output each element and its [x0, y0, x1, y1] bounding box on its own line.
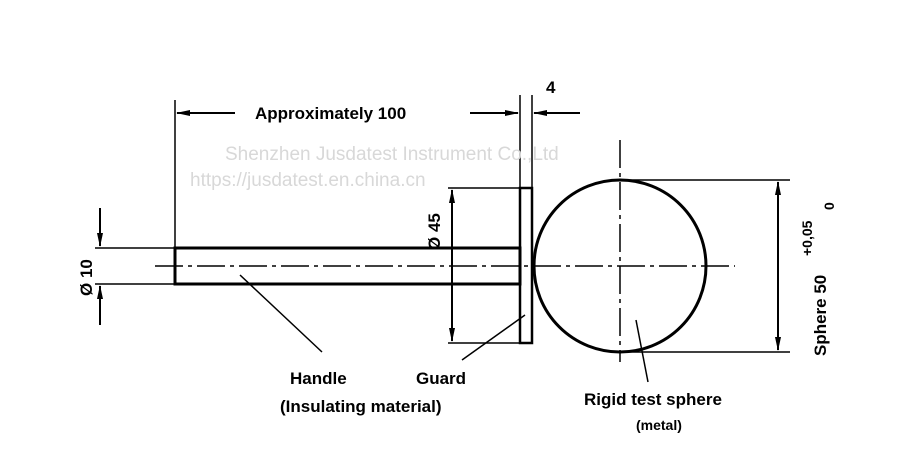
handle-label: Handle [290, 369, 347, 388]
guard-label: Guard [416, 369, 466, 388]
length-dimension-label: Approximately 100 [255, 104, 406, 123]
watermark-company: Shenzhen Jusdatest Instrument Co.,Ltd [225, 144, 559, 165]
watermark-url: https://jusdatest.en.china.cn [190, 170, 426, 191]
sphere-tolerance-lower: 0 [821, 202, 837, 210]
sphere-leader-line [635, 319, 649, 383]
handle-diameter-label: Ø 10 [77, 259, 96, 296]
guard-thickness-label: 4 [546, 78, 556, 97]
handle-material-label: (Insulating material) [280, 397, 442, 416]
guard-leader-line [461, 314, 526, 361]
sphere-diameter-label: Sphere 50 [811, 275, 830, 356]
sphere-label: Rigid test sphere [584, 390, 722, 409]
sphere-material-label: (metal) [636, 417, 682, 433]
sphere-tolerance-upper: +0,05 [799, 220, 815, 256]
guard [518, 186, 534, 345]
handle-leader-line [239, 274, 323, 353]
guard-diameter-label: Ø 45 [425, 213, 444, 250]
